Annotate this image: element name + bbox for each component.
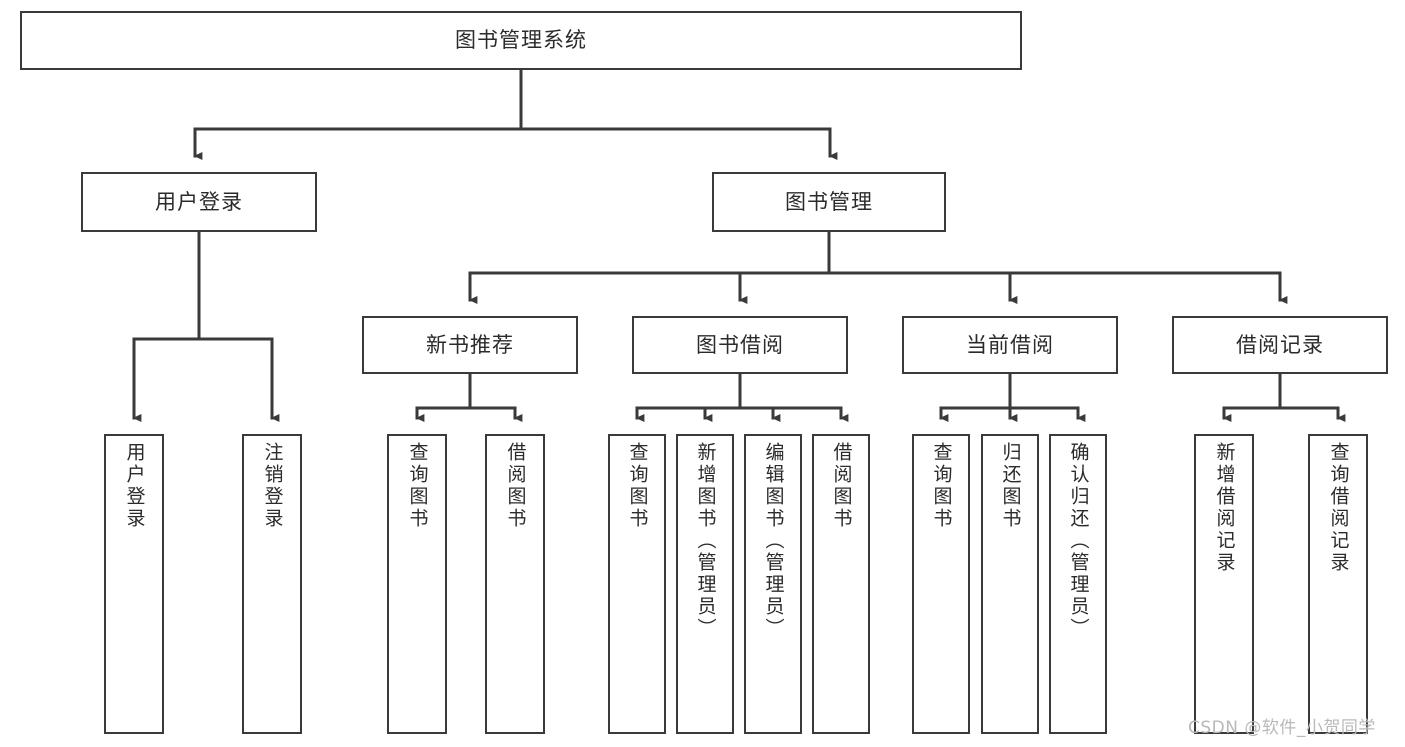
node-leaf-logout-login[interactable]: 注销登录 xyxy=(242,434,302,734)
node-label: 当前借阅 xyxy=(966,332,1054,357)
node-label: 查询图书 xyxy=(626,442,649,530)
node-leaf-borrow-book-1[interactable]: 借阅图书 xyxy=(485,434,545,734)
node-book-manage[interactable]: 图书管理 xyxy=(712,172,946,232)
node-label: 归还图书 xyxy=(999,442,1022,530)
node-label: 查询借阅记录 xyxy=(1327,442,1350,574)
node-label: 图书管理系统 xyxy=(455,28,587,53)
node-root-book-management-system[interactable]: 图书管理系统 xyxy=(20,11,1022,70)
node-borrowing-record[interactable]: 借阅记录 xyxy=(1172,316,1388,374)
node-leaf-user-login[interactable]: 用户登录 xyxy=(104,434,164,734)
node-label: 编辑图书（管理员） xyxy=(762,442,785,640)
node-user-login[interactable]: 用户登录 xyxy=(81,172,317,232)
node-label: 用户登录 xyxy=(155,189,243,214)
node-label: 用户登录 xyxy=(123,442,146,530)
node-leaf-borrow-book-2[interactable]: 借阅图书 xyxy=(812,434,870,734)
node-leaf-add-borrow-record[interactable]: 新增借阅记录 xyxy=(1194,434,1254,734)
node-leaf-add-book[interactable]: 新增图书（管理员） xyxy=(676,434,734,734)
node-label: 确认归还（管理员） xyxy=(1067,442,1090,640)
node-label: 查询图书 xyxy=(930,442,953,530)
node-label: 借阅图书 xyxy=(504,442,527,530)
node-leaf-return-book[interactable]: 归还图书 xyxy=(981,434,1039,734)
node-leaf-edit-book[interactable]: 编辑图书（管理员） xyxy=(744,434,802,734)
node-label: 图书借阅 xyxy=(696,332,784,357)
node-leaf-query-borrow-record[interactable]: 查询借阅记录 xyxy=(1308,434,1368,734)
csdn-watermark: CSDN @软件_小贺同学 xyxy=(1188,718,1376,738)
node-label: 新增图书（管理员） xyxy=(694,442,717,640)
node-leaf-query-book-3[interactable]: 查询图书 xyxy=(912,434,970,734)
node-label: 新书推荐 xyxy=(426,332,514,357)
node-label: 新增借阅记录 xyxy=(1213,442,1236,574)
node-new-book-recommendation[interactable]: 新书推荐 xyxy=(362,316,578,374)
node-label: 借阅记录 xyxy=(1236,332,1324,357)
node-label: 图书管理 xyxy=(785,189,873,214)
node-leaf-query-book-2[interactable]: 查询图书 xyxy=(608,434,666,734)
node-label: 借阅图书 xyxy=(830,442,853,530)
node-leaf-query-book-1[interactable]: 查询图书 xyxy=(387,434,447,734)
node-label: 查询图书 xyxy=(406,442,429,530)
node-current-borrowing[interactable]: 当前借阅 xyxy=(902,316,1118,374)
node-label: 注销登录 xyxy=(261,442,284,530)
node-book-borrowing[interactable]: 图书借阅 xyxy=(632,316,848,374)
node-leaf-confirm-return[interactable]: 确认归还（管理员） xyxy=(1049,434,1107,734)
